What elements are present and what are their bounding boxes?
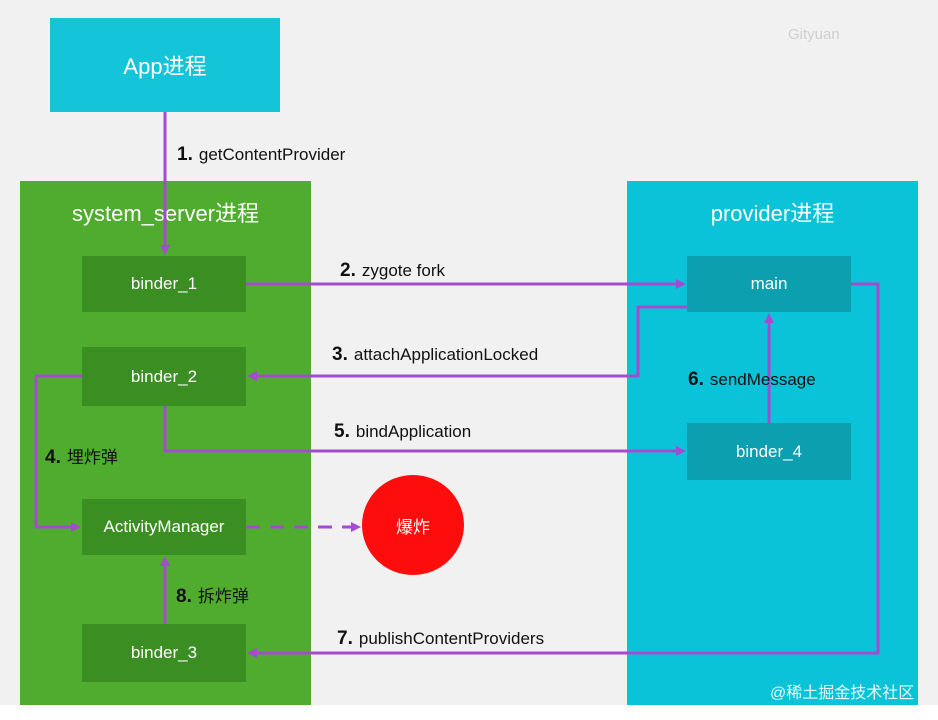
binder-3-label: binder_3 (130, 643, 198, 662)
step-4-text: 埋炸弹 (66, 448, 118, 467)
step-5-text: bindApplication (355, 422, 472, 441)
arrow-plant-bomb (34, 374, 82, 532)
step-8-number: 8. (176, 586, 192, 607)
step-1-number: 1. (177, 144, 193, 165)
footer-watermark: @稀土掘金技术社区 (770, 685, 915, 702)
step-6-label: 6. sendMessage (688, 369, 816, 391)
step-1-label: 1. getContentProvider (177, 144, 345, 166)
binder-4-label: binder_4 (735, 441, 803, 461)
binder-1-label: binder_1 (130, 274, 198, 293)
binder-4-box: binder_4 (687, 423, 851, 480)
step-6-text: sendMessage (709, 370, 816, 389)
step-8-label: 8. 拆炸弹 (176, 582, 249, 608)
arrow-publish-content-providers (247, 282, 880, 658)
step-4-label: 4. 埋炸弹 (45, 443, 118, 469)
step-5-label: 5. bindApplication (334, 421, 471, 443)
step-4-number: 4. (45, 447, 61, 468)
step-8-text: 拆炸弹 (197, 587, 249, 606)
step-3-text: attachApplicationLocked (353, 345, 539, 364)
arrow-attach-application (247, 305, 687, 381)
app-process-label: App进程 (123, 54, 207, 79)
step-1-text: getContentProvider (198, 145, 346, 164)
provider-title: provider进程 (710, 201, 835, 226)
step-2-number: 2. (340, 260, 356, 281)
explosion-label: 爆炸 (396, 517, 430, 537)
binder-3-box: binder_3 (82, 624, 246, 682)
main-box: main (687, 256, 851, 312)
main-label: main (750, 274, 788, 293)
step-2-label: 2. zygote fork (340, 260, 445, 282)
step-7-text: publishContentProviders (358, 629, 545, 648)
activity-manager-label: ActivityManager (103, 517, 225, 536)
step-3-label: 3. attachApplicationLocked (332, 344, 538, 366)
binder-2-box: binder_2 (82, 347, 246, 406)
binder-2-label: binder_2 (130, 366, 198, 386)
step-5-number: 5. (334, 421, 350, 442)
step-3-number: 3. (332, 344, 348, 365)
binder-1-box: binder_1 (82, 256, 246, 312)
step-6-number: 6. (688, 369, 704, 390)
activity-manager-box: ActivityManager (82, 499, 246, 555)
arrow-bind-application (163, 406, 686, 456)
explosion-circle: 爆炸 (362, 475, 464, 575)
watermark: Gityuan (788, 26, 840, 43)
step-7-label: 7. publishContentProviders (337, 628, 544, 650)
app-process-box: App进程 (50, 18, 280, 112)
step-2-text: zygote fork (361, 261, 446, 280)
step-7-number: 7. (337, 628, 353, 649)
